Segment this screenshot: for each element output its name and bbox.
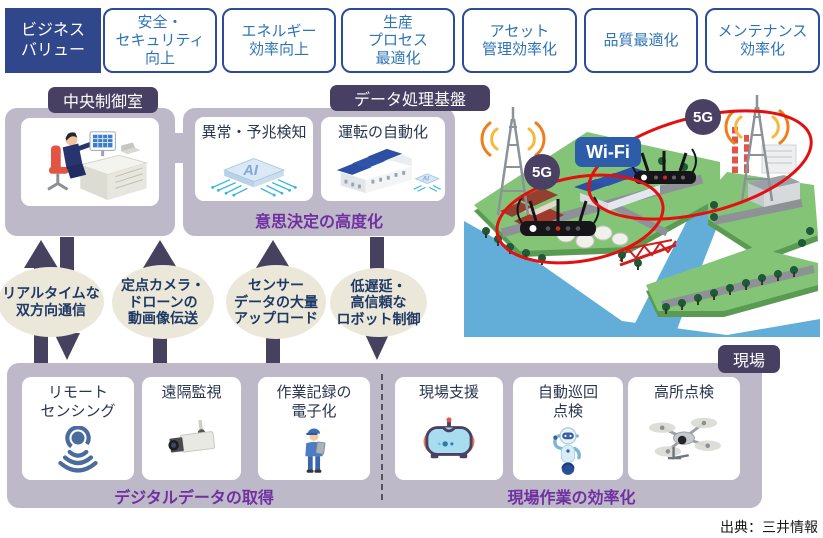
value-box-quality: 品質最適化 (584, 8, 698, 73)
worker-tablet-icon (291, 422, 337, 481)
ar-headset-icon (416, 403, 482, 480)
decision-making-caption: 意思決定の高度化 (254, 214, 383, 231)
source-credit: 出典：三井情報 (720, 519, 818, 535)
field-support-title: 現場支援 (418, 384, 479, 401)
remote-monitoring-title: 遠隔監視 (161, 384, 222, 401)
work-record-card: 作業記録の 電子化 (258, 377, 370, 480)
patrol-robot-icon (546, 422, 590, 481)
drone-icon (647, 403, 721, 480)
wifi-badge: Wi-Fi (575, 137, 641, 167)
svg-text:AI: AI (242, 163, 258, 179)
control-room-card (21, 118, 159, 206)
value-box-safety-security: 安全・ セキュリティ 向上 (103, 8, 217, 73)
factory-network-illustration (462, 83, 822, 338)
red-truss-bridge (619, 239, 677, 267)
automation-title: 運転の自動化 (337, 124, 428, 141)
field-support-card: 現場支援 (395, 377, 503, 480)
svg-text:AI: AI (421, 176, 429, 183)
flow-camera-drone-video: 定点カメラ・ ドローンの 動画像伝送 (112, 265, 214, 339)
control-room-tag: 中央制御室 (48, 87, 158, 113)
isometric-city-scene (464, 95, 820, 337)
flow-sensor-upload: センサー データの大量 アップロード (226, 265, 326, 339)
automation-card: 運転の自動化 AI (321, 117, 445, 201)
field-divider (381, 374, 383, 500)
remote-sensing-title: リモート センシング (40, 384, 116, 420)
value-box-asset-management: アセット 管理効率化 (462, 8, 577, 73)
work-record-title: 作業記録の 電子化 (276, 384, 352, 420)
flow-realtime-bidirectional: リアルタイムな 双方向通信 (0, 267, 104, 337)
remote-sensing-card: リモート センシング (22, 377, 134, 480)
value-box-production-process: 生産 プロセス 最適化 (341, 8, 455, 73)
value-box-energy-efficiency: エネルギー 効率向上 (222, 8, 336, 73)
patrol-inspection-card: 自動巡回 点検 (513, 377, 623, 480)
ai-chip-icon: AI (201, 143, 307, 201)
anomaly-detection-title: 異常・予兆検知 (201, 124, 307, 141)
5g-badge-left: 5G (524, 154, 560, 190)
coverage-loop-left (495, 173, 665, 265)
control-room-operator-icon (24, 121, 156, 206)
high-place-inspection-card: 高所点検 (628, 377, 740, 480)
business-value-header: ビジネス バリュー (5, 8, 101, 73)
data-platform-tag: データ処理基盤 (330, 85, 490, 111)
wifi-router-lower (516, 196, 600, 236)
smart-factory-icon: AI (324, 143, 442, 201)
telecom-tower-right (740, 95, 774, 202)
remote-sensing-icon (49, 422, 107, 481)
value-box-maintenance: メンテナンス 効率化 (705, 8, 820, 73)
telecom-tower-left (496, 107, 530, 216)
remote-monitoring-card: 遠隔監視 (142, 377, 241, 480)
high-place-inspection-title: 高所点検 (653, 384, 714, 401)
5g-badge-right: 5G (685, 99, 721, 135)
field-efficiency-caption: 現場作業の効率化 (507, 490, 636, 507)
anomaly-detection-card: 異常・予兆検知 AI (195, 117, 313, 201)
surveillance-camera-icon (161, 403, 223, 480)
flow-robot-control: 低遅延・ 高信頼な ロボット制御 (330, 268, 427, 337)
patrol-inspection-title: 自動巡回 点検 (537, 384, 598, 420)
digital-data-caption: デジタルデータの取得 (114, 490, 274, 507)
field-tag: 現場 (718, 345, 780, 373)
